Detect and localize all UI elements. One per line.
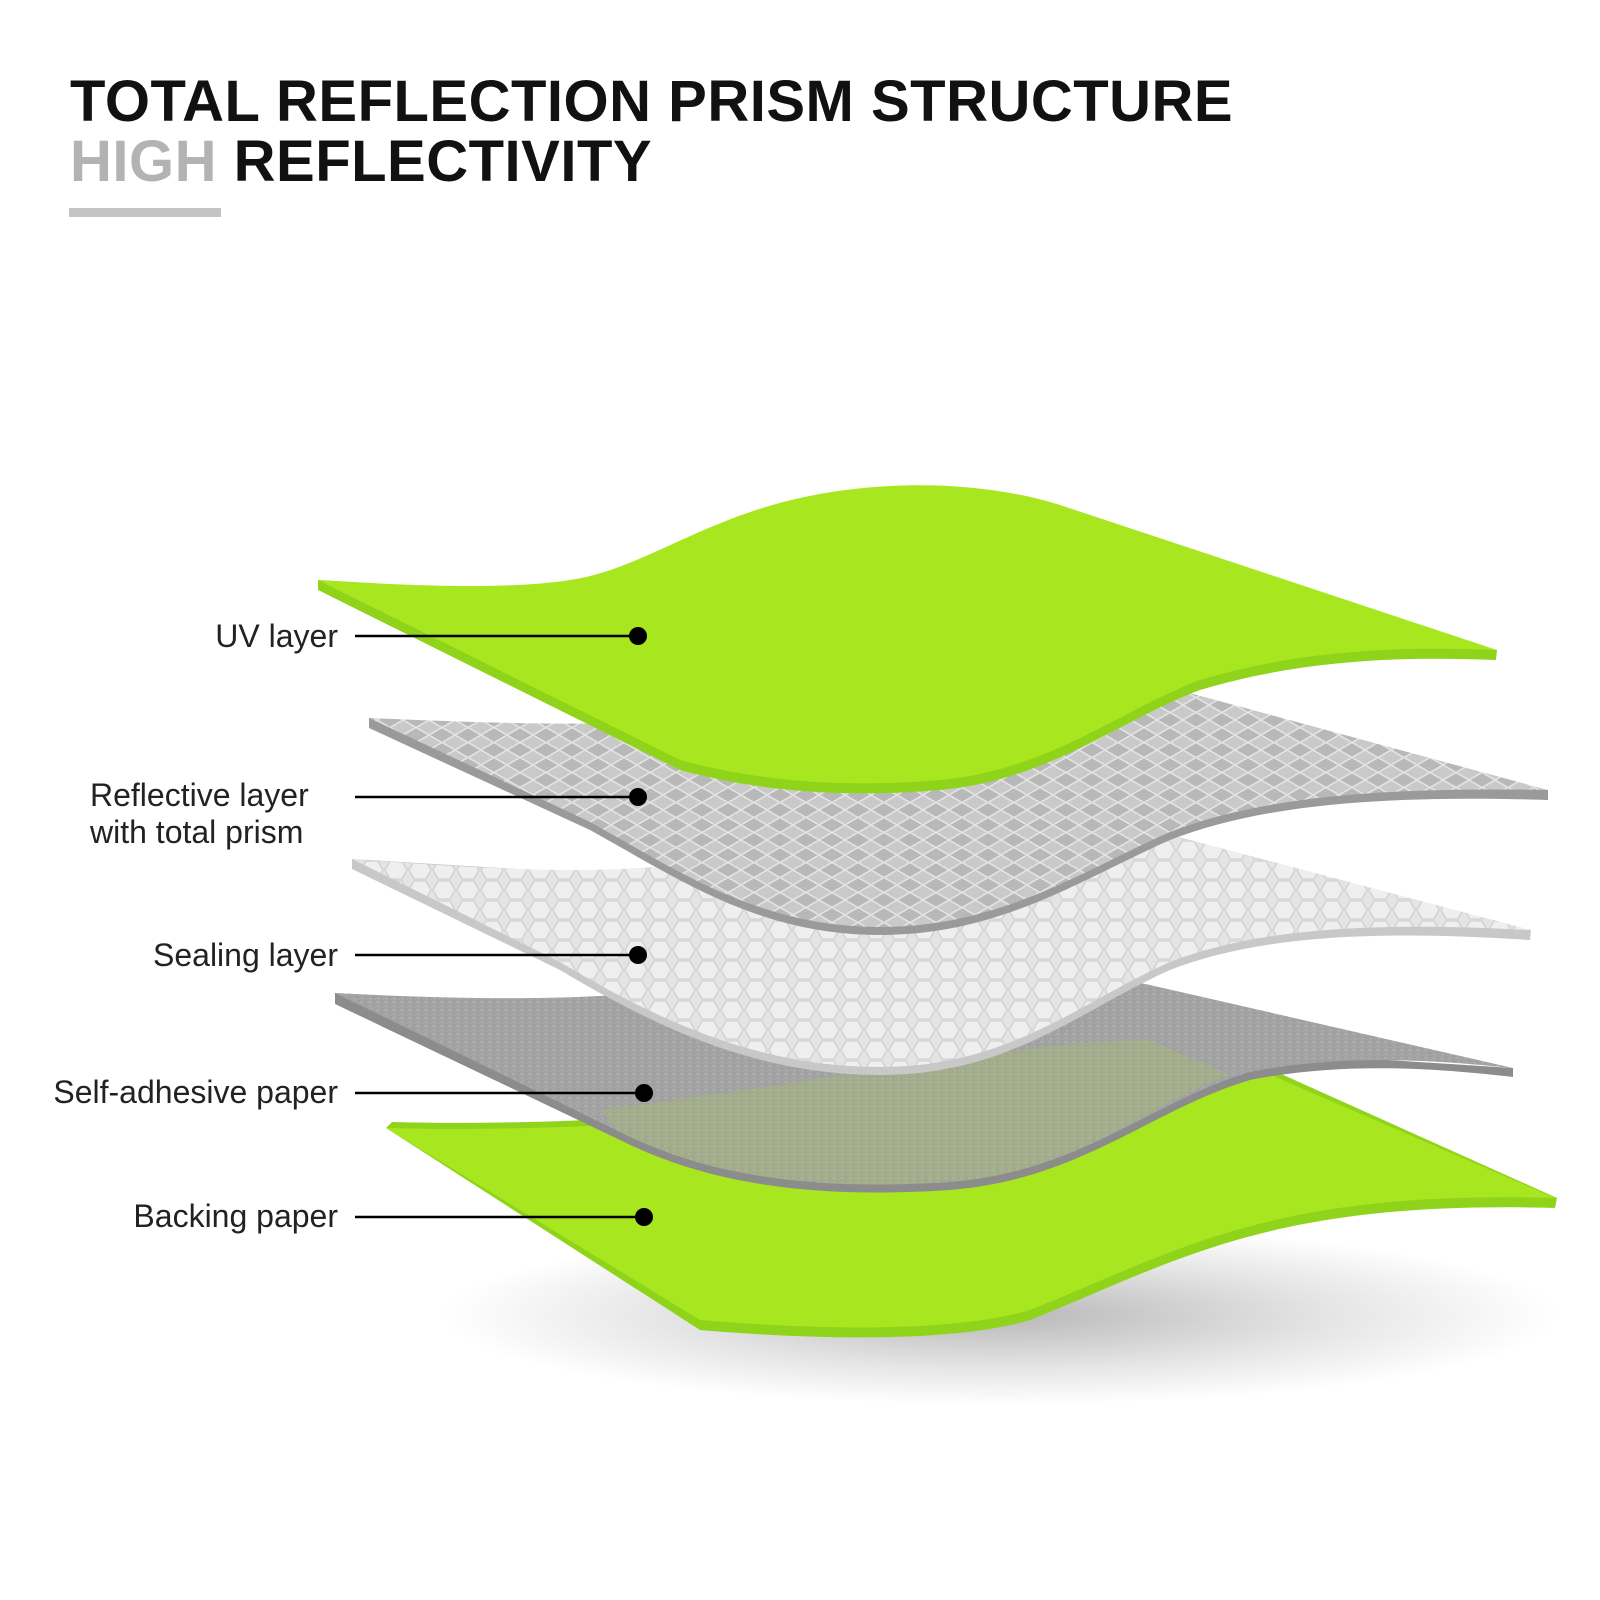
uv-layer-sheet (318, 485, 1497, 794)
sealing-layer-sheet (352, 815, 1531, 1075)
reflective-layer-label: Reflective layer with total prism (90, 777, 309, 851)
self-adhesive-paper-callout (355, 1084, 653, 1102)
title-underline (69, 208, 221, 217)
title-accent-word: HIGH (70, 129, 217, 194)
uv-layer-callout (355, 627, 647, 645)
title-line-2-rest: REFLECTIVITY (233, 129, 653, 194)
reflective-layer-callout (355, 788, 647, 806)
reflective-layer-label-line-2: with total prism (90, 814, 304, 850)
self-adhesive-paper-label: Self-adhesive paper (53, 1074, 338, 1110)
title-line-2: HIGH REFLECTIVITY (70, 132, 1233, 192)
sealing-layer-label: Sealing layer (153, 937, 338, 973)
backing-paper-dot (635, 1208, 653, 1226)
sealing-layer-dot (629, 946, 647, 964)
uv-layer-dot (629, 627, 647, 645)
backing-paper-callout (355, 1208, 653, 1226)
uv-layer-label: UV layer (215, 618, 338, 654)
diagram-title: TOTAL REFLECTION PRISM STRUCTURE HIGH RE… (70, 72, 1233, 192)
reflective-layer-label-line-1: Reflective layer (90, 777, 309, 813)
reflective-layer-dot (629, 788, 647, 806)
self-adhesive-paper-dot (635, 1084, 653, 1102)
title-line-1: TOTAL REFLECTION PRISM STRUCTURE (70, 69, 1234, 134)
sealing-layer-callout (355, 946, 647, 964)
backing-paper-label: Backing paper (133, 1198, 338, 1234)
